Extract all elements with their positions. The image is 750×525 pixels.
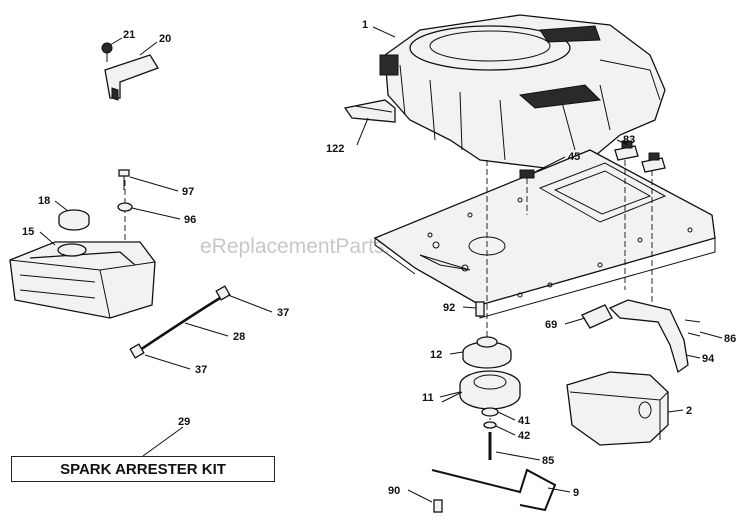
pulley-12	[462, 336, 512, 369]
bolt-45	[519, 169, 535, 179]
fuel-cap	[58, 209, 90, 231]
dipstick-tube	[343, 99, 396, 123]
callout-85: 85	[542, 455, 554, 467]
watermark: eReplacementParts.com	[200, 235, 430, 258]
fuel-line	[129, 285, 231, 359]
callout-20: 20	[159, 33, 171, 45]
clutch-11	[441, 370, 521, 410]
callout-28: 28	[233, 331, 245, 343]
callout-37-top: 37	[277, 307, 289, 319]
callout-122: 122	[326, 143, 344, 155]
callout-18: 18	[38, 195, 50, 207]
callout-83: 83	[623, 134, 635, 146]
callout-94: 94	[702, 353, 715, 365]
callout-11: 11	[422, 392, 434, 404]
bolt-86	[684, 319, 701, 337]
callout-97: 97	[182, 186, 194, 198]
throttle-bracket	[101, 42, 159, 101]
callout-12: 12	[430, 349, 442, 361]
callout-45: 45	[568, 151, 580, 163]
bolt-92	[475, 301, 485, 317]
brace-9	[431, 468, 557, 512]
callout-42: 42	[518, 430, 530, 442]
washer-96	[117, 202, 133, 212]
callout-37-bottom: 37	[195, 364, 207, 376]
callout-96: 96	[184, 214, 196, 226]
callout-69: 69	[545, 319, 557, 331]
callout-9: 9	[573, 487, 579, 499]
callout-2: 2	[686, 405, 692, 417]
engine	[379, 14, 666, 169]
fuel-tank	[9, 241, 156, 319]
gasket-69	[581, 304, 613, 329]
spark-arrester-kit-label: SPARK ARRESTER KIT	[11, 456, 275, 482]
muffler-2	[566, 371, 669, 446]
washer-41	[481, 407, 499, 417]
callout-92: 92	[443, 302, 455, 314]
screw-97	[118, 169, 130, 190]
callout-86: 86	[724, 333, 736, 345]
washer-42	[483, 421, 497, 429]
exhaust-pipe-94	[608, 299, 689, 374]
callout-90: 90	[388, 485, 400, 497]
callout-29: 29	[178, 416, 190, 428]
bolt-90	[433, 499, 443, 513]
engine-mount-plate	[373, 149, 716, 319]
callout-15: 15	[22, 226, 34, 238]
callout-41: 41	[518, 415, 530, 427]
callout-1: 1	[362, 19, 368, 31]
callout-21: 21	[123, 29, 135, 41]
